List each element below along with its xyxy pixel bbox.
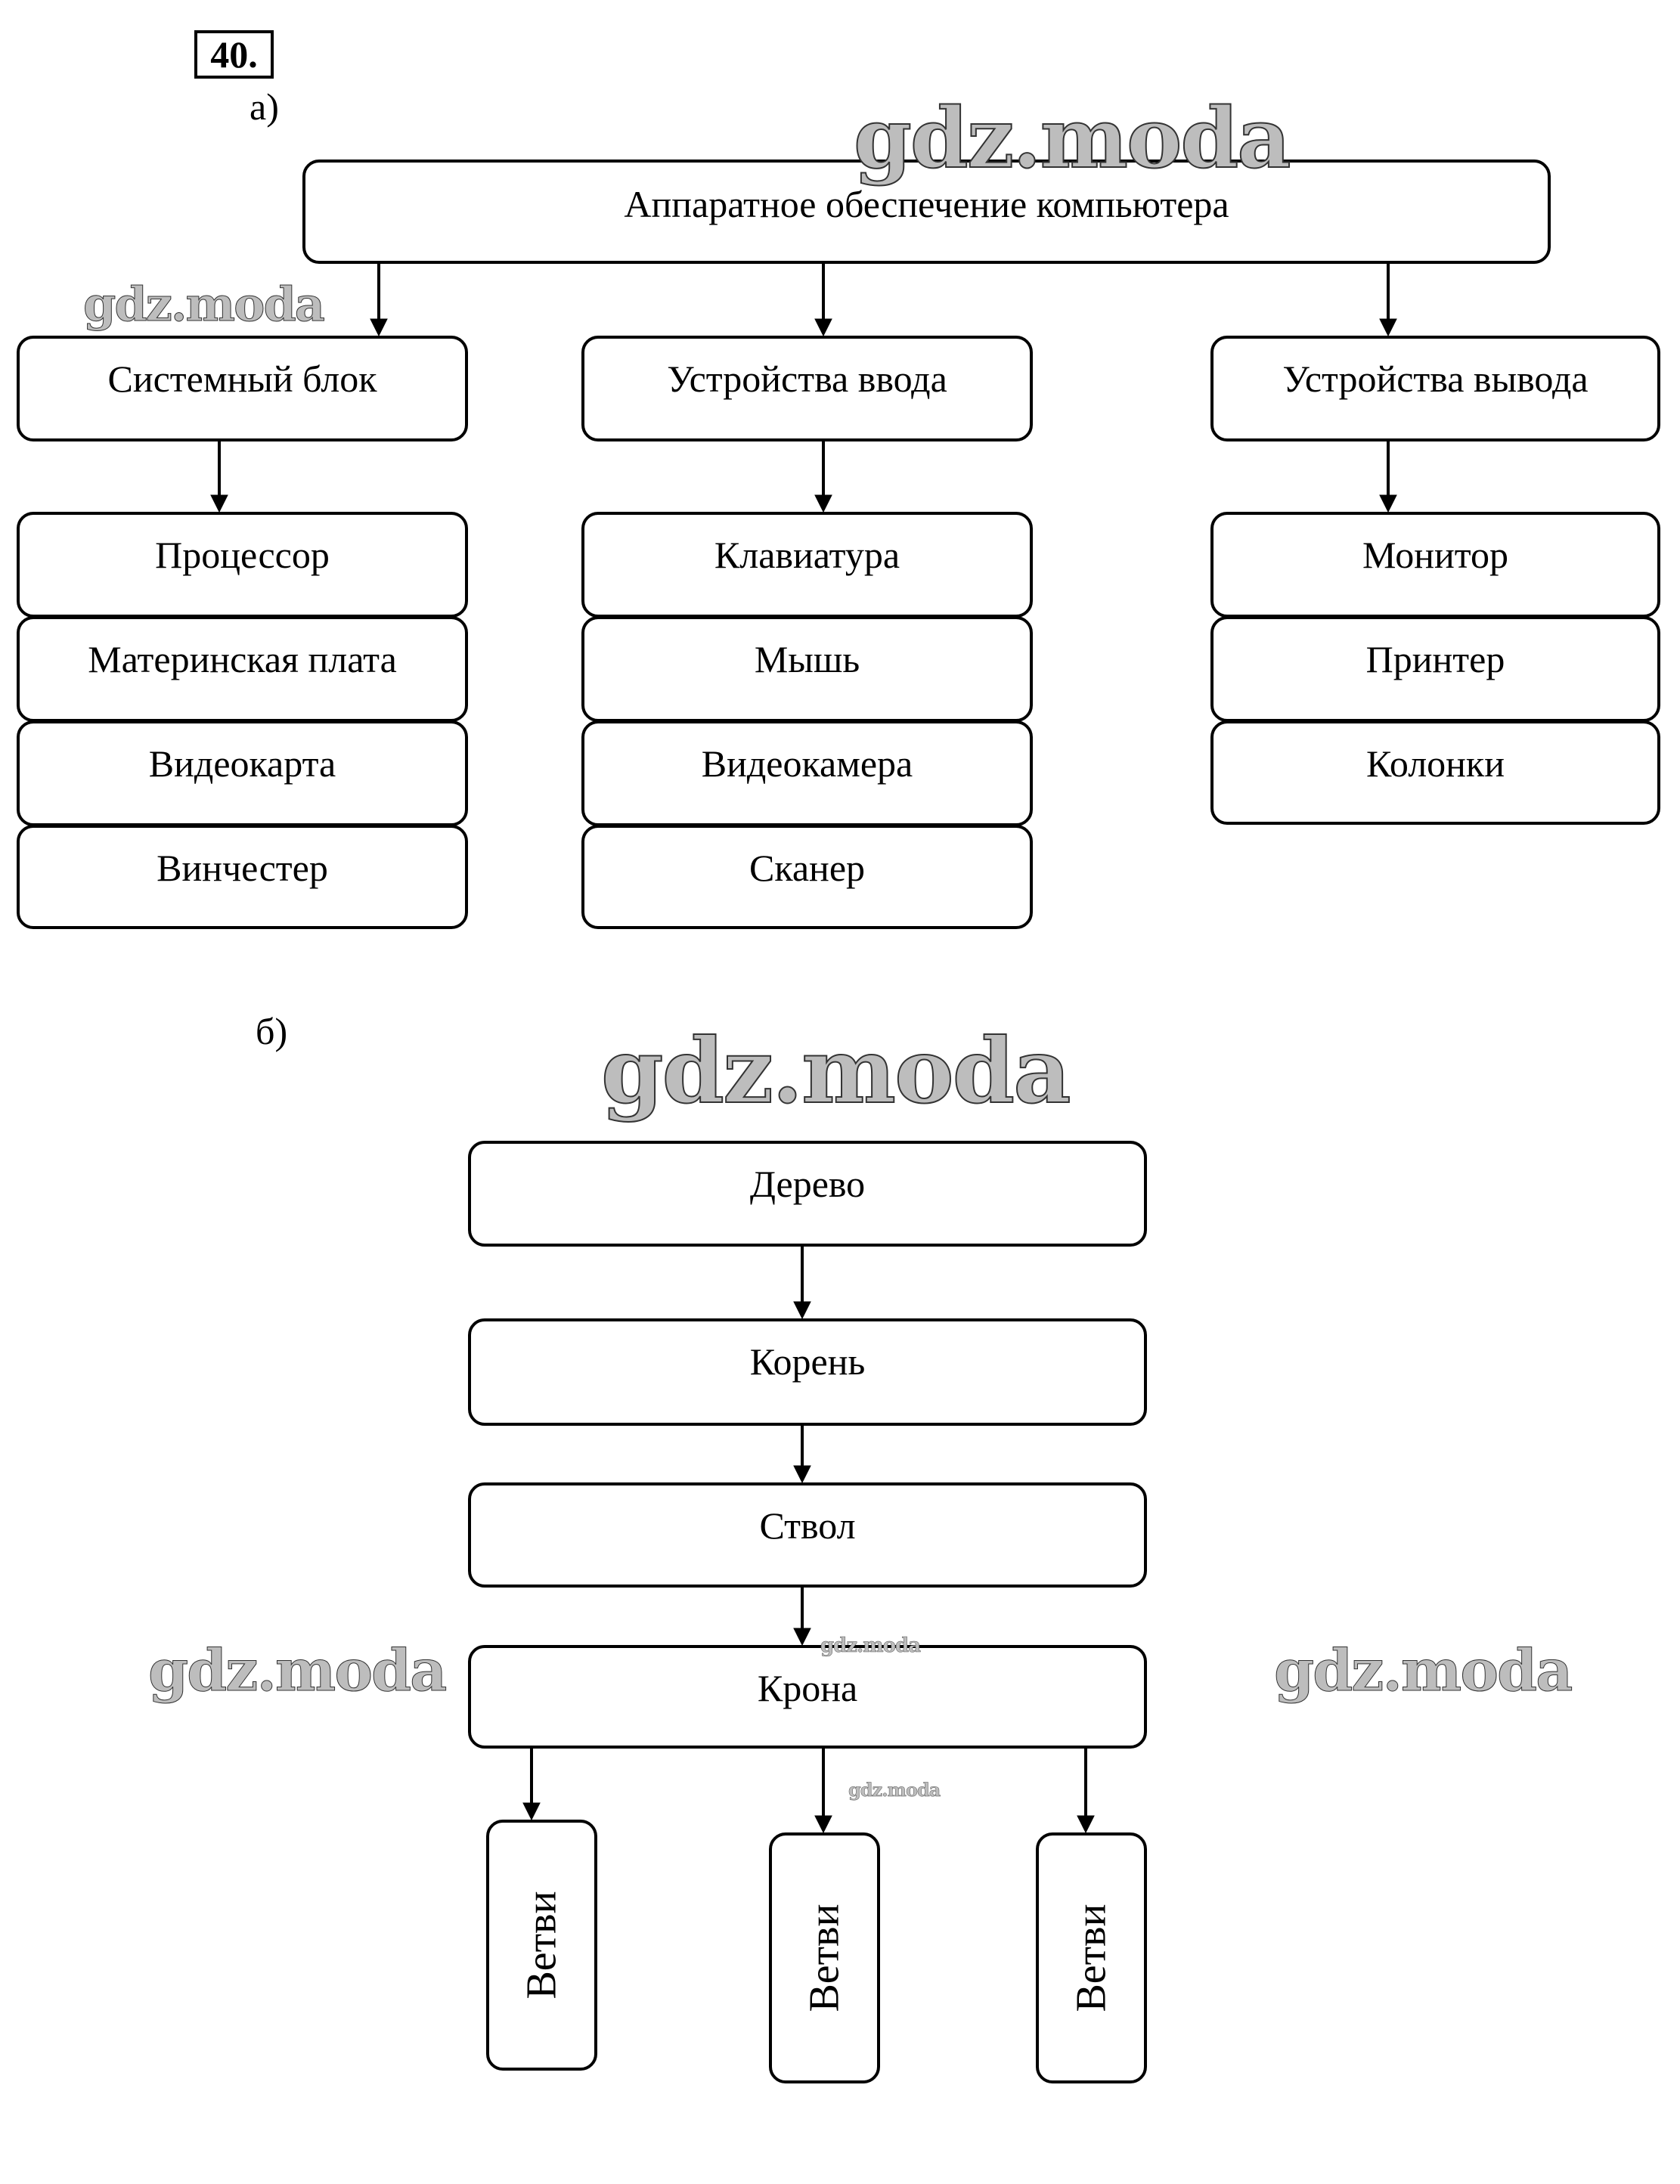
arrowhead-icon [793,1465,811,1484]
watermark: gdz.moda [147,1637,447,1704]
arrowhead-icon [210,494,228,513]
item-node: Процессор [17,512,468,618]
watermark: gdz.moda [848,1779,941,1801]
chain-node-trunk: Ствол [468,1482,1147,1588]
part-a-label: а) [250,85,279,128]
arrowhead-icon [793,1301,811,1320]
item-node: Клавиатура [581,512,1033,618]
item-node: Винчестер [17,825,468,929]
item-node: Видеокарта [17,720,468,826]
arrowhead-icon [1077,1815,1095,1834]
category-node-system-unit: Системный блок [17,336,468,441]
branch-node: Ветви [769,1832,880,2083]
watermark: gdz.moda [83,277,326,332]
arrowhead-icon [1379,494,1397,513]
branch-node: Ветви [486,1820,597,2071]
watermark: gdz.moda [1273,1637,1573,1704]
arrowhead-icon [522,1802,541,1821]
root-node-hardware: Аппаратное обеспечение компьютера [302,160,1551,264]
category-node-output-devices: Устройства вывода [1210,336,1660,441]
item-node: Колонки [1210,720,1660,825]
item-node: Материнская плата [17,616,468,722]
arrowhead-icon [814,494,832,513]
item-node: Монитор [1210,512,1660,618]
watermark: gdz.moda [820,1634,922,1657]
watermark: gdz.moda [853,89,1292,187]
arrowhead-icon [1379,318,1397,337]
exercise-number: 40. [194,30,274,79]
branch-label: Ветви [1068,1904,1115,2012]
arrowhead-icon [793,1628,811,1647]
arrowhead-icon [814,318,832,337]
arrowhead-icon [814,1815,832,1834]
branch-node: Ветви [1036,1832,1147,2083]
chain-node-crown: Крона [468,1645,1147,1749]
chain-node-root: Корень [468,1318,1147,1426]
category-node-input-devices: Устройства ввода [581,336,1033,441]
item-node: Принтер [1210,616,1660,722]
item-node: Сканер [581,825,1033,929]
chain-node-tree: Дерево [468,1141,1147,1247]
branch-label: Ветви [801,1904,848,2012]
item-node: Видеокамера [581,720,1033,826]
item-node: Мышь [581,616,1033,722]
branch-label: Ветви [518,1891,566,2000]
part-b-label: б) [256,1010,288,1052]
watermark: gdz.moda [600,1018,1072,1123]
arrowhead-icon [370,318,388,337]
